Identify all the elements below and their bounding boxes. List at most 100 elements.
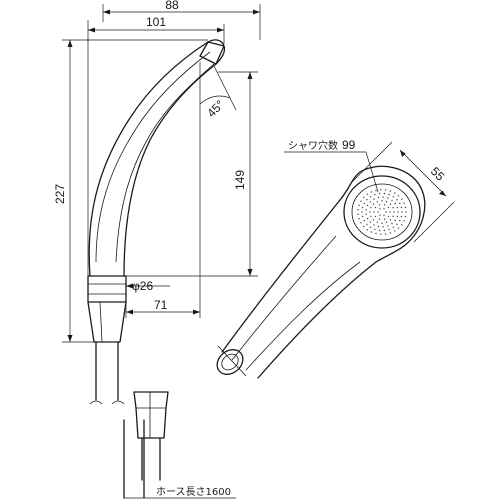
spray-hole	[396, 206, 398, 209]
spray-hole	[393, 211, 395, 213]
spray-hole	[394, 192, 396, 194]
inlet-inner	[221, 353, 239, 371]
spray-holes	[357, 189, 407, 235]
grip-line	[99, 301, 103, 343]
spray-hole	[396, 215, 398, 218]
spray-hole	[360, 200, 362, 202]
dim-101-label: 101	[146, 15, 166, 29]
spray-hole	[358, 218, 360, 220]
hose-fitting	[133, 391, 169, 481]
spray-hole	[387, 197, 389, 199]
angle-arc	[199, 95, 231, 105]
spray-hole	[357, 209, 359, 211]
spray-hole	[373, 224, 375, 226]
spray-hole	[397, 211, 399, 213]
spray-hole	[382, 226, 384, 228]
spray-hole	[376, 201, 379, 203]
holes-leader-slope	[365, 151, 379, 193]
spray-hole	[387, 225, 389, 227]
spray-hole	[399, 219, 401, 222]
spray-hole	[357, 213, 359, 215]
spray-hole	[378, 229, 381, 232]
spray-hole	[400, 215, 403, 218]
spray-hole	[392, 226, 395, 228]
spray-hole	[383, 192, 386, 195]
spray-hole	[392, 207, 394, 209]
spray-hole	[369, 226, 372, 228]
dim-71-label: 71	[154, 298, 168, 312]
shower-holes-count: 99	[342, 138, 356, 152]
dim-149-label: 149	[233, 170, 247, 190]
handle-edge-2	[245, 261, 361, 371]
angle-ref-line	[213, 65, 237, 111]
spray-hole	[401, 198, 403, 200]
spray-hole	[366, 229, 368, 231]
spray-hole	[358, 204, 360, 206]
spray-hole	[378, 204, 381, 206]
spray-hole	[372, 219, 375, 221]
spray-hole	[383, 214, 385, 216]
nozzle-face	[199, 41, 225, 65]
head-dimension	[351, 141, 455, 243]
spray-hole	[381, 200, 383, 202]
spray-hole	[374, 228, 376, 231]
spray-hole	[378, 218, 381, 220]
collar	[87, 275, 127, 303]
spray-hole	[379, 208, 381, 210]
ext-55-b	[413, 201, 455, 243]
spray-hole	[370, 207, 372, 209]
spray-hole	[400, 206, 403, 209]
spray-hole	[370, 191, 373, 193]
spray-hole	[403, 220, 405, 222]
spray-hole	[388, 193, 390, 196]
spray-hole	[384, 189, 387, 191]
head-rim	[343, 175, 421, 249]
dimension-lines	[62, 4, 261, 343]
spray-hole	[385, 221, 388, 223]
spray-hole	[387, 206, 390, 209]
spray-hole	[370, 215, 372, 217]
diameter-arrow	[126, 283, 133, 289]
spray-hole	[379, 214, 381, 216]
dim-55-line	[399, 149, 447, 197]
spray-hole	[391, 222, 393, 225]
spray-hole	[397, 227, 400, 229]
fitting-body	[133, 391, 169, 439]
spray-hole	[363, 196, 365, 199]
front-view	[216, 165, 426, 379]
spray-hole	[399, 202, 401, 205]
grip-taper	[87, 301, 127, 343]
spray-hole	[383, 208, 385, 210]
spray-hole	[392, 196, 395, 198]
handle-body	[221, 165, 426, 379]
spray-hole	[405, 211, 407, 213]
hose-length-label: ホース長さ1600	[156, 486, 231, 498]
spray-hole	[383, 229, 386, 232]
spray-hole	[378, 192, 381, 195]
spray-hole	[361, 206, 364, 209]
spray-hole	[363, 219, 365, 222]
spray-hole	[383, 204, 386, 206]
spray-hole	[394, 219, 396, 222]
spray-hole	[394, 230, 396, 232]
spray-hole	[375, 189, 377, 192]
spray-hole	[392, 215, 394, 217]
hose-break	[89, 400, 125, 405]
spray-hole	[361, 215, 364, 218]
ext-55-a	[351, 141, 393, 183]
side-view	[87, 39, 226, 499]
spray-hole	[380, 233, 382, 235]
dim-88-label: 88	[165, 0, 179, 12]
spray-hole	[374, 193, 376, 196]
spray-hole	[381, 222, 383, 224]
spray-hole	[380, 189, 382, 191]
spray-hole	[365, 209, 367, 211]
head-outer-edge	[88, 39, 226, 277]
spray-hole	[394, 202, 396, 205]
spray-hole	[397, 195, 400, 197]
spray-hole	[403, 202, 405, 204]
spray-hole	[388, 228, 390, 231]
dim-227-label: 227	[53, 184, 67, 204]
spray-hole	[373, 198, 375, 200]
